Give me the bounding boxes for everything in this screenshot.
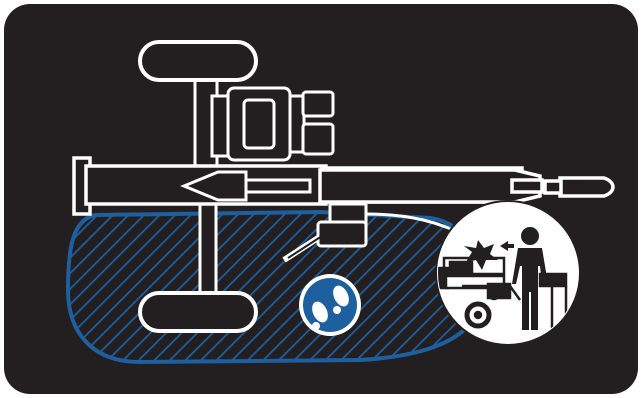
engine-icon [212, 88, 333, 160]
hazard-zone [68, 212, 483, 362]
operator-inset [436, 201, 580, 345]
wheel-top [140, 42, 256, 80]
wheel-bottom [140, 293, 256, 331]
footprints-icon [299, 274, 361, 336]
